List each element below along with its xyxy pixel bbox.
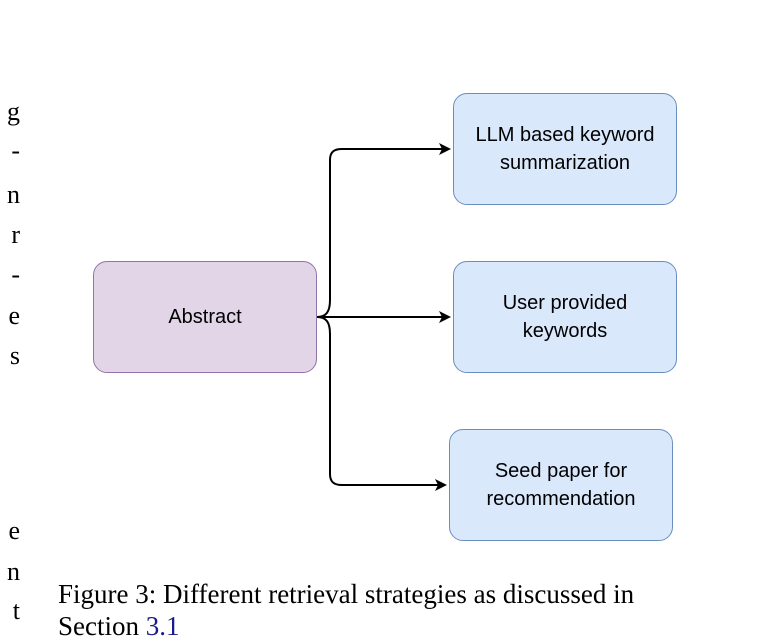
caption-line-1: Figure 3: Different retrieval strategies… [58,579,635,609]
margin-letter: r [11,220,20,249]
margin-letter: e [8,301,20,330]
adjacent-column-text: g - n r - e s e n t [0,0,20,638]
caption-line-2: Section 3.1 [58,610,763,642]
abstract-node: Abstract [93,261,317,373]
margin-letter: - [11,136,20,165]
figure-caption: Figure 3: Different retrieval strategies… [58,578,763,642]
edge-abstract-to-seed [316,316,447,491]
edge-abstract-to-llm [316,143,451,318]
margin-letter: t [12,596,20,625]
margin-letter: e [8,516,20,545]
caption-section-label: Section [58,611,146,641]
margin-letter: g [7,97,20,126]
user-provided-keywords-node: User provided keywords [453,261,677,373]
section-reference-link[interactable]: 3.1 [145,611,180,641]
margin-letter: n [7,557,20,586]
seed-paper-node: Seed paper for recommendation [449,429,673,541]
margin-letter: - [11,260,20,289]
margin-letter: n [7,180,20,209]
margin-letter: s [9,341,20,370]
llm-keyword-summarization-node: LLM based keyword summarization [453,93,677,205]
